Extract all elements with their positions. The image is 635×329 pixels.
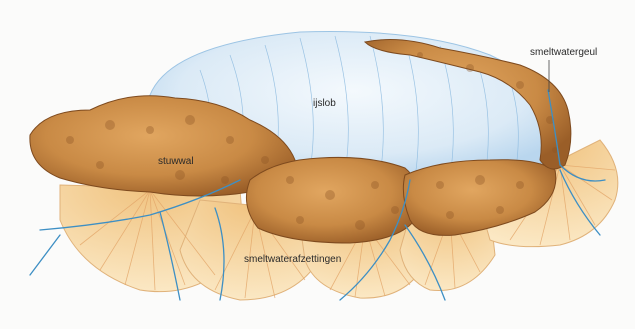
push-moraine-label: stuwwal xyxy=(158,156,194,167)
push-moraine-center xyxy=(246,157,419,243)
meltwater-deposits-label: smeltwaterafzettingen xyxy=(244,254,341,265)
ice-lobe-label: ijslob xyxy=(313,98,336,109)
meltwater-stream-8 xyxy=(30,235,60,275)
meltwater-channel-label: smeltwatergeul xyxy=(530,47,597,58)
